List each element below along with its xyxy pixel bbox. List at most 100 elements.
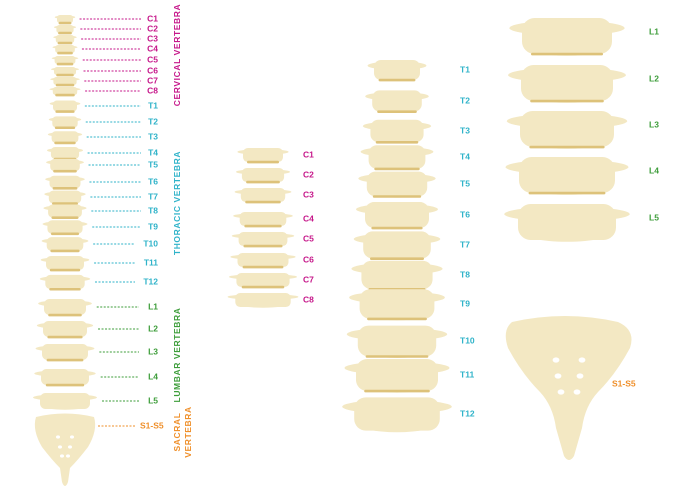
thoracic-detail-label-t12: T12 [460, 408, 475, 418]
sacral-foramen [552, 357, 560, 363]
cervical-detail-label-c5: C5 [303, 233, 314, 243]
thoracic-detail-label-t5: T5 [460, 178, 470, 188]
vertebra-t2-disc [54, 126, 76, 130]
vertebra-c3-disc [57, 41, 73, 45]
sacrum-detail: S1-S5 [505, 316, 636, 460]
vertebra-t8 [43, 204, 87, 219]
vertebra-c3 [53, 35, 77, 45]
sacral-foramen [56, 435, 60, 439]
thoracic-detail-label-t7: T7 [460, 239, 470, 249]
cervical-detail-label-c2: C2 [303, 169, 314, 179]
vertebra-t2 [48, 116, 82, 130]
sacrum-shape [505, 316, 632, 460]
sacral-foramen [578, 357, 586, 363]
vertebra-t1 [49, 100, 81, 113]
vertebra-t4 [46, 147, 84, 161]
thoracic-detail-t11 [344, 359, 450, 393]
thoracic-detail-t10-disc [365, 355, 429, 358]
label-l1: L1 [148, 301, 158, 311]
thoracic-detail-t5 [358, 171, 436, 198]
label-c2: C2 [147, 23, 158, 33]
sacral-foramen [554, 373, 562, 379]
label-t12: T12 [143, 276, 158, 286]
vertebra-t7-disc [52, 202, 78, 205]
vertebra-t12 [39, 274, 91, 291]
label-c5: C5 [147, 54, 158, 64]
sacral-foramen [573, 389, 581, 395]
thoracic-detail-t2 [365, 90, 429, 113]
vertebra-c6 [50, 67, 80, 77]
label-t3: T3 [148, 131, 158, 141]
vertebra-c5-disc [56, 62, 74, 66]
thoracic-detail-t5-disc [372, 195, 422, 198]
vertebra-t1-disc [55, 110, 75, 113]
thoracic-detail-label-t1: T1 [460, 64, 470, 74]
thoracic-detail-t4 [360, 145, 434, 171]
label-t4: T4 [148, 147, 158, 157]
label-t5: T5 [148, 159, 158, 169]
lumbar-detail-label-l5: L5 [649, 212, 659, 222]
cervical-detail-c6-disc [242, 265, 284, 269]
vertebra-l4-disc [45, 383, 85, 387]
cervical-detail-c7-disc [241, 285, 285, 289]
cervical-detail-label-c1: C1 [303, 149, 314, 159]
cervical-detail-c6 [230, 253, 296, 269]
vertebra-c2-disc [58, 31, 72, 35]
vertebra-c7-disc [55, 83, 75, 87]
thoracic-detail-label-t10: T10 [460, 335, 475, 345]
thoracic-detail-t12 [342, 397, 452, 433]
vertebra-t12-disc [49, 287, 81, 291]
thoracic-detail-label-t3: T3 [460, 125, 470, 135]
vertebra-c4 [52, 45, 78, 55]
sacral-foramen [70, 435, 74, 439]
label-c7: C7 [147, 75, 158, 85]
thoracic-detail-t7 [353, 231, 441, 260]
vertebra-t6-disc [52, 187, 78, 190]
cervical-detail-c5 [231, 232, 295, 248]
sacral-section-title-line1: SACRAL [172, 412, 182, 451]
label-t9: T9 [148, 221, 158, 231]
sacral-foramen [576, 373, 584, 379]
sacral-foramen [557, 389, 565, 395]
thoracic-detail-t6 [356, 202, 438, 230]
label-l5: L5 [148, 395, 158, 405]
cervical-detail-c1 [237, 148, 289, 164]
cervical-detail-c1-disc [247, 160, 279, 164]
cervical-detail-label-c7: C7 [303, 274, 314, 284]
lumbar-detail-label-l1: L1 [649, 26, 659, 36]
thoracic-detail-t3 [362, 119, 432, 144]
thoracic-detail-t11-disc [364, 389, 430, 393]
thoracic-section-title: THORACIC VERTEBRA [172, 151, 182, 255]
label-t10: T10 [143, 238, 158, 248]
vertebra-c7 [50, 77, 80, 87]
cervical-detail-c3 [234, 188, 292, 204]
vertebra-c6-disc [56, 73, 74, 77]
sacral-foramen [66, 454, 70, 458]
label-c6: C6 [147, 65, 158, 75]
sacral-foramen [60, 454, 64, 458]
full-spine-labels: C1C2C3C4C5C6C7C8T1T2T3T4T5T6T7T8T9T10T11… [79, 13, 164, 430]
thoracic-detail-t1 [367, 60, 427, 82]
vertebra-l4 [34, 369, 96, 387]
thoracic-detail-t4-disc [374, 167, 420, 171]
thoracic-detail-label-t4: T4 [460, 151, 470, 161]
lumbar-detail-l4-disc [528, 191, 606, 195]
sacral-section-title-line2: VERTEBRA [183, 406, 193, 458]
vertebra-l1-disc [48, 313, 82, 317]
lumbar-detail-l4 [505, 157, 629, 195]
vertebra-t11-disc [49, 268, 81, 272]
vertebra-l5 [33, 393, 97, 410]
vertebra-t10-disc [50, 249, 80, 253]
vertebra-t8-disc [51, 216, 79, 219]
vertebra-l2-disc [47, 335, 83, 339]
lumbar-detail-label-l3: L3 [649, 119, 659, 129]
thoracic-detail-t6-disc [371, 226, 423, 230]
vertebra-c5 [51, 56, 79, 66]
thoracic-detail-t10 [346, 325, 448, 358]
label-c1: C1 [147, 13, 158, 23]
sacrum [34, 413, 96, 486]
label-l4: L4 [148, 371, 158, 381]
